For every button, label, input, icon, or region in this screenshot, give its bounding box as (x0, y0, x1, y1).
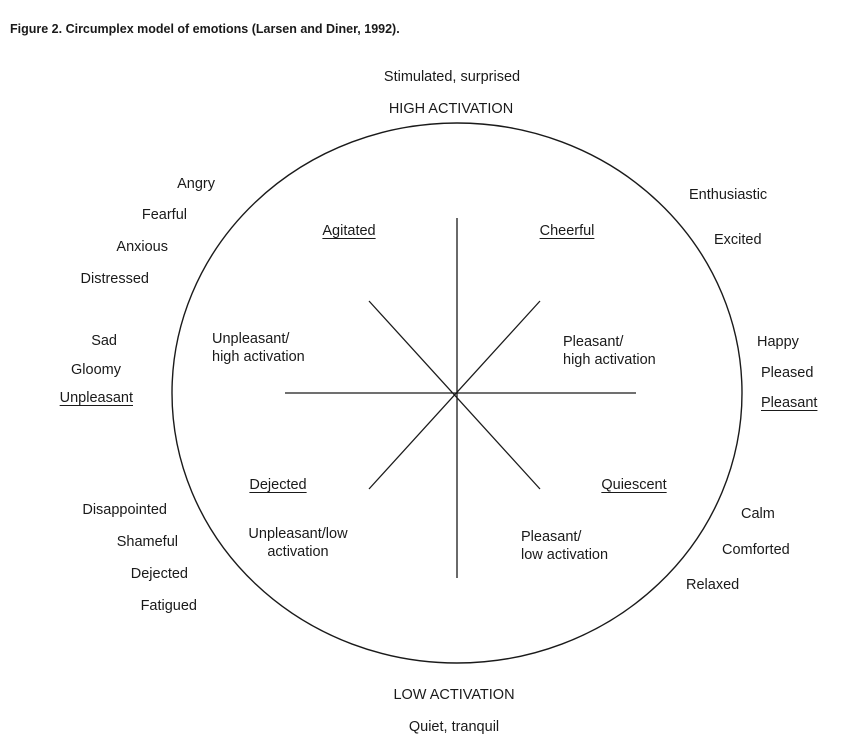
emotion-label: Fearful (141, 207, 187, 223)
low-activation-label: LOW ACTIVATION (393, 687, 515, 703)
bottom-descriptor: Quiet, tranquil (408, 719, 500, 735)
emotion-label: Calm (741, 506, 775, 522)
emotion-label: Shameful (116, 534, 178, 550)
emotion-label: Fatigued (140, 598, 197, 614)
pleasant-pole-label: Pleasant (761, 395, 818, 411)
octant-quiescent: Quiescent (601, 477, 667, 493)
emotion-label: Excited (714, 232, 762, 248)
quadrant-unpleasant-high: Unpleasant/ high activation (212, 331, 305, 365)
octant-cheerful: Cheerful (539, 223, 595, 239)
emotion-label: Distressed (80, 271, 150, 287)
diagonal-falling (368, 300, 541, 490)
emotion-label: Enthusiastic (689, 187, 768, 203)
emotion-label: Gloomy (71, 362, 121, 378)
emotion-label: Pleased (761, 365, 814, 381)
unpleasant-pole-label: Unpleasant (59, 390, 133, 406)
octant-dejected: Dejected (249, 477, 307, 493)
top-descriptor: Stimulated, surprised (383, 69, 521, 85)
quadrant-pleasant-high: Pleasant/ high activation (563, 334, 656, 368)
emotion-label: Sad (91, 333, 117, 349)
emotion-label: Dejected (130, 566, 188, 582)
emotion-label: Disappointed (82, 502, 167, 518)
emotion-label: Relaxed (686, 577, 740, 593)
emotion-label: Happy (757, 334, 799, 350)
emotion-label: Angry (177, 176, 215, 192)
emotion-label: Anxious (116, 239, 168, 255)
high-activation-label: HIGH ACTIVATION (388, 101, 514, 117)
circumplex-ellipse (171, 122, 743, 664)
figure-title: Figure 2. Circumplex model of emotions (… (10, 22, 400, 36)
emotion-label: Comforted (722, 542, 790, 558)
quadrant-unpleasant-low: Unpleasant/low activation (248, 526, 348, 560)
octant-agitated: Agitated (322, 223, 376, 239)
quadrant-pleasant-low: Pleasant/ low activation (521, 529, 609, 563)
